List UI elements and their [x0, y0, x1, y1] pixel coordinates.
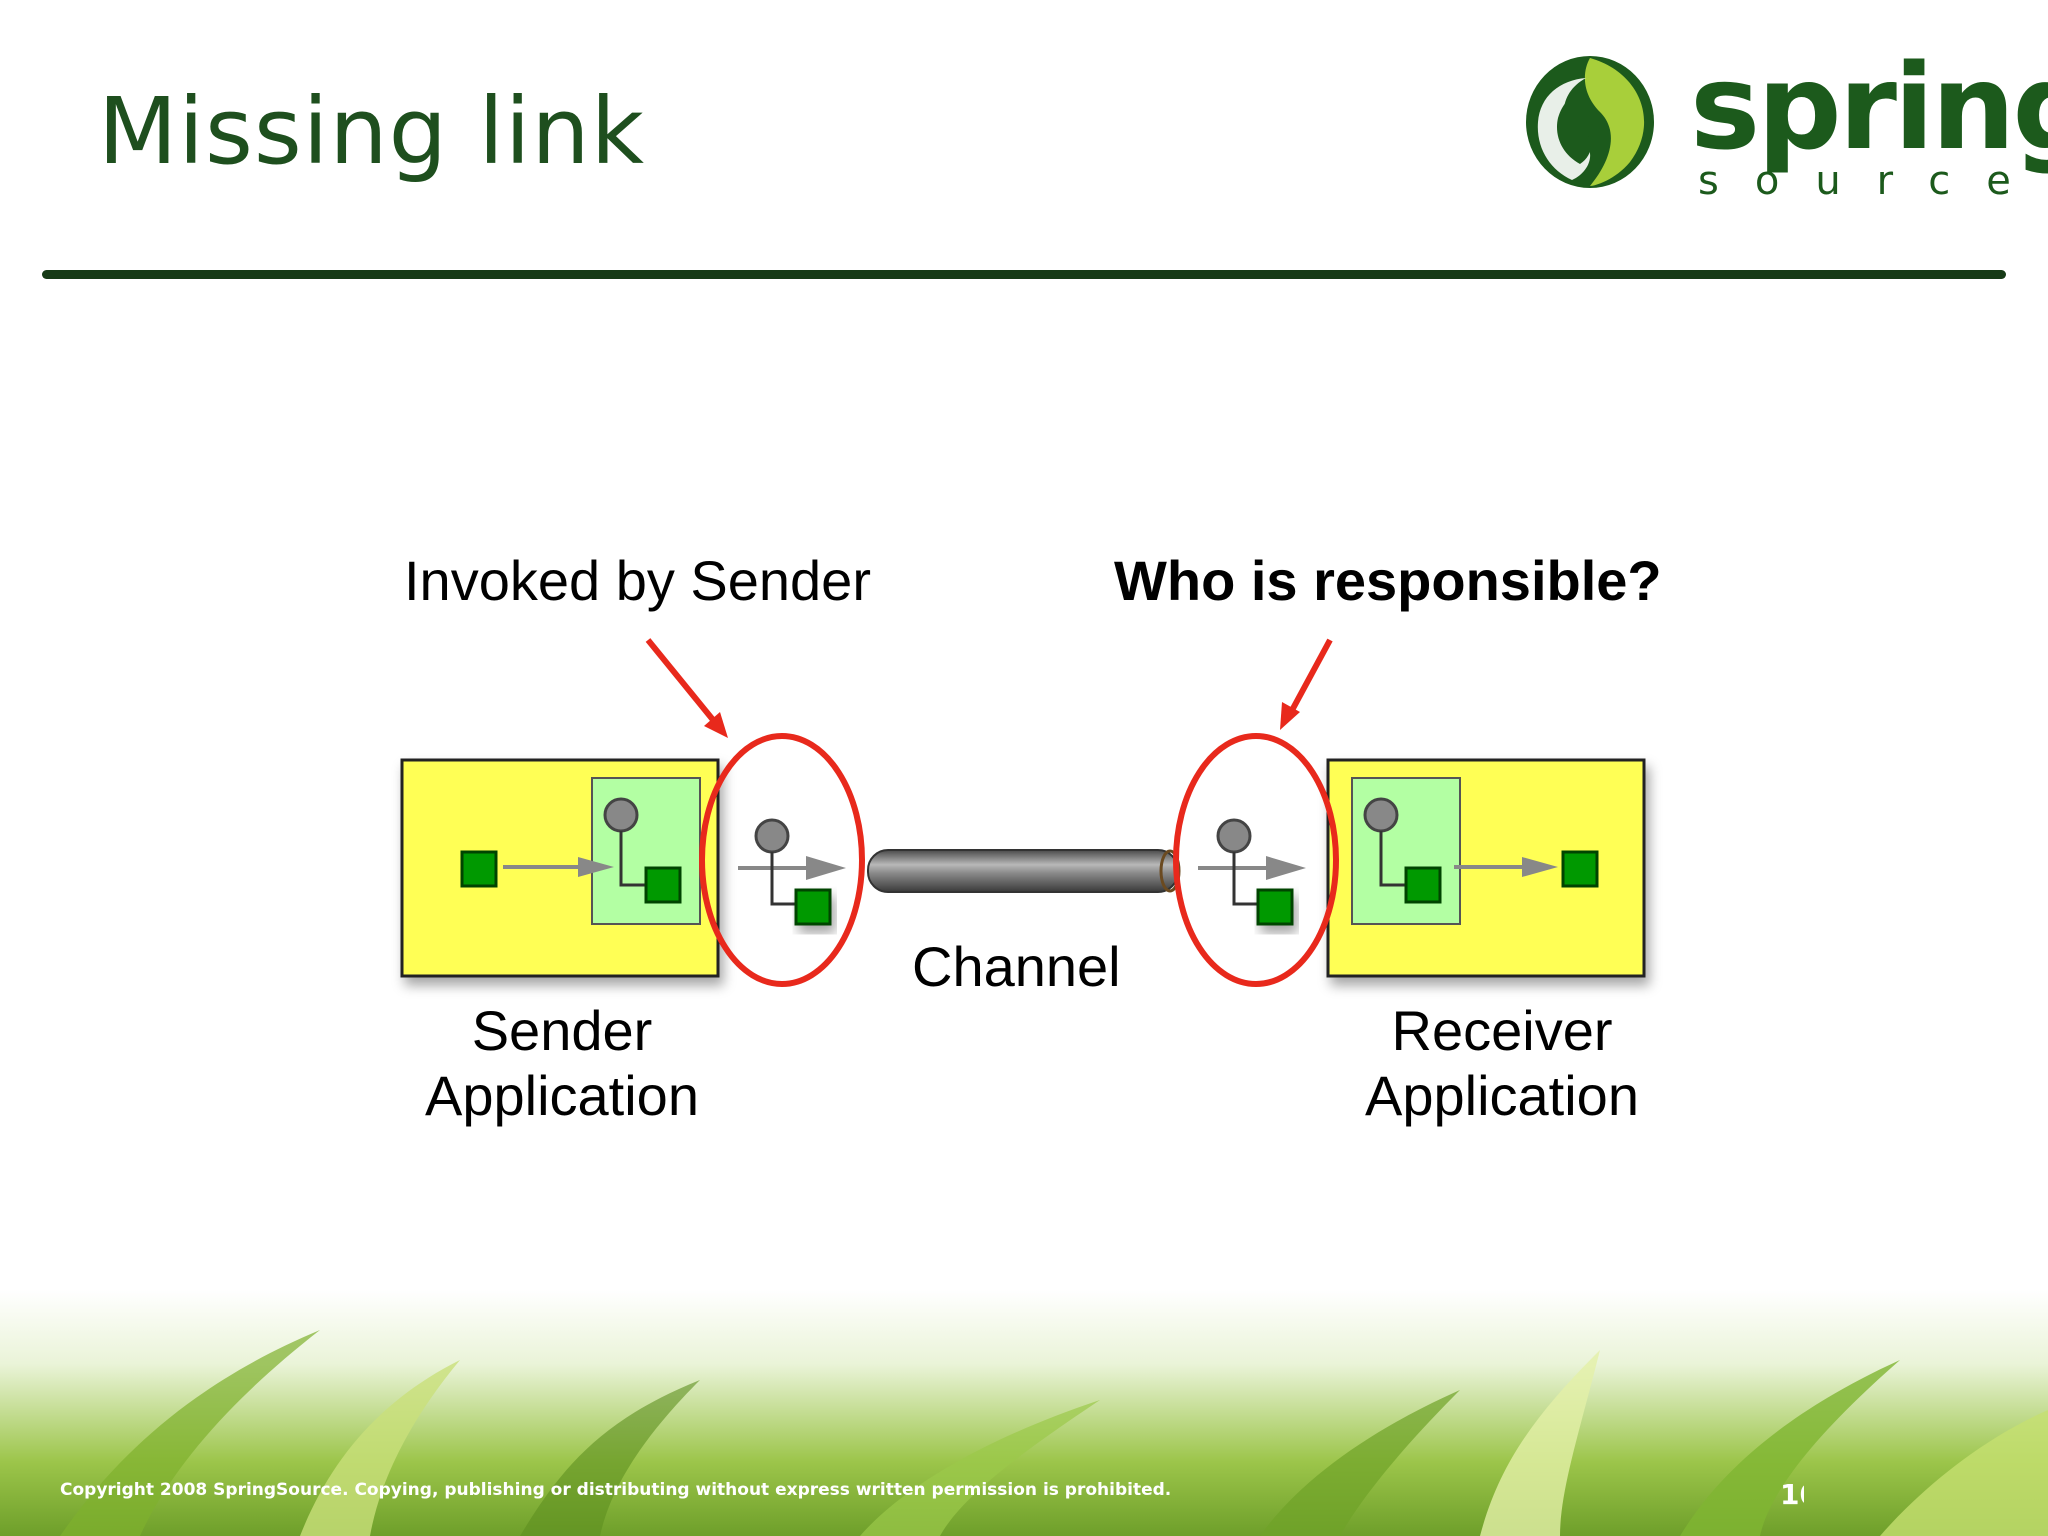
receiver-label: Receiver Application — [1342, 998, 1662, 1128]
copyright-notice: Copyright 2008 SpringSource. Copying, pu… — [60, 1480, 1172, 1500]
grass-decoration — [60, 1330, 2048, 1536]
sender-label-line2: Application — [425, 1064, 699, 1127]
spring-leaf-icon — [1526, 56, 1654, 188]
sender-node-icon — [460, 850, 498, 888]
receiver-application-box — [1326, 758, 1646, 978]
page-number: 10 — [1780, 1478, 1804, 1511]
receiver-arrow-icon — [1280, 638, 1333, 730]
receiver-node-icon — [1561, 850, 1599, 888]
title-divider — [42, 270, 2006, 279]
sender-endpoint-icon — [738, 818, 846, 926]
label-invoked-by-sender: Invoked by Sender — [404, 549, 871, 612]
receiver-label-line2: Application — [1365, 1064, 1639, 1127]
logo-wordmark: spring — [1690, 38, 2048, 176]
sender-label-line1: Sender — [471, 999, 653, 1062]
logo-subtitle: source — [1698, 158, 2047, 204]
label-who-is-responsible: Who is responsible? — [1114, 549, 1662, 612]
label-channel: Channel — [912, 935, 1121, 998]
receiver-highlight-circle — [1173, 733, 1339, 987]
springsource-logo: spring source — [1520, 38, 2048, 214]
sender-highlight-circle — [699, 733, 865, 987]
page-title: Missing link — [98, 78, 646, 185]
receiver-endpoint-icon — [1198, 818, 1306, 926]
sender-label: Sender Application — [402, 998, 722, 1128]
channel-pipe — [867, 849, 1181, 893]
sender-arrow-icon — [645, 638, 728, 738]
receiver-label-line1: Receiver — [1391, 999, 1613, 1062]
sender-application-box — [400, 758, 720, 978]
